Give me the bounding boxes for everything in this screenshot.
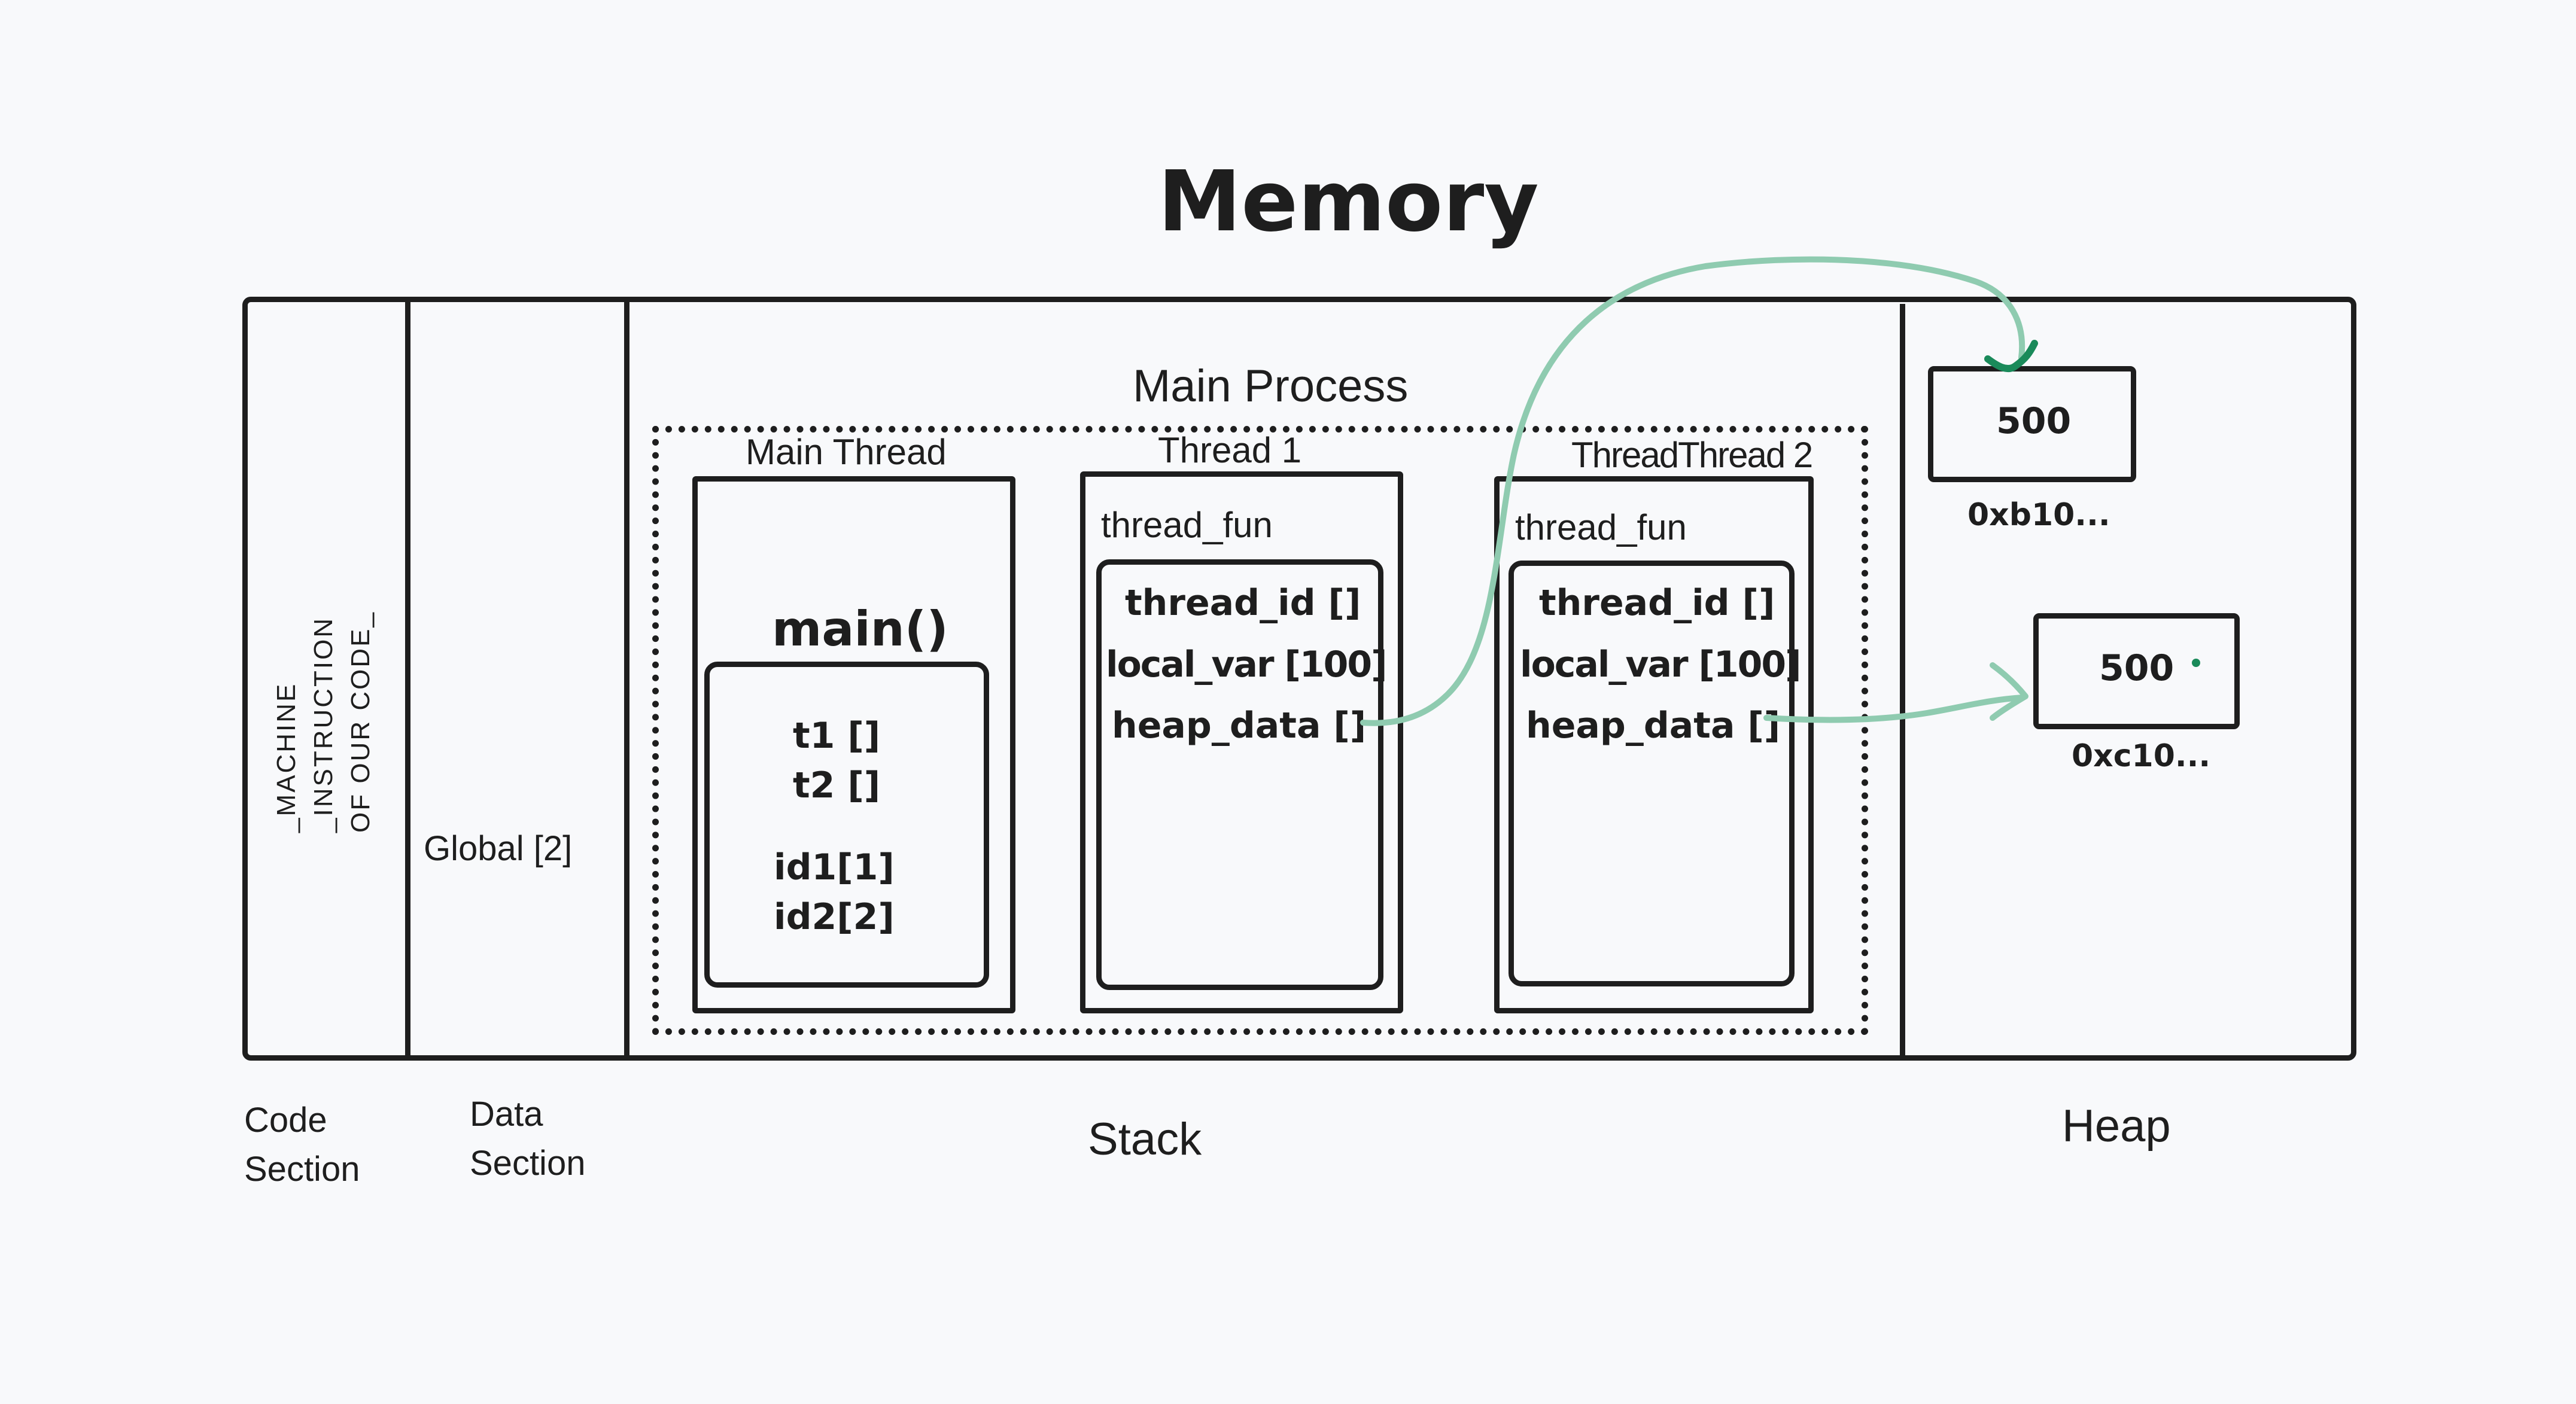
thread2-function-label: thread_fun: [1515, 507, 1687, 547]
data-stack-divider: [624, 297, 629, 1061]
heap-label: Heap: [2062, 1101, 2171, 1152]
thread2-var-local-var: local_var [100]: [1520, 644, 1802, 686]
code-data-divider: [405, 297, 410, 1061]
thread1-var-thread-id: thread_id []: [1125, 582, 1361, 624]
data-section-content: Global [2]: [424, 829, 573, 868]
memory-frame: [242, 297, 2356, 1061]
heap-block-2: [2033, 613, 2240, 729]
thread1-var-local-var: local_var [100]: [1106, 644, 1388, 686]
heap-block-1-address: 0xb10...: [1967, 497, 2110, 533]
arrow-head-heap-1: [1984, 340, 2038, 373]
thread2-var-heap-data: heap_data []: [1526, 705, 1781, 747]
thread1-title: Thread 1: [1158, 430, 1302, 470]
main-thread-title: Main Thread: [746, 432, 947, 472]
heap-block-1: [1928, 366, 2136, 482]
stack-heap-divider: [1900, 304, 1905, 1061]
data-section-label-line2: Section: [470, 1144, 586, 1183]
code-section-label-line2: Section: [244, 1150, 360, 1189]
arrow-thread1-to-heap-1: [1360, 256, 2025, 726]
heap-block-1-value: 500: [1996, 400, 2072, 442]
main-var-t2: t2 []: [793, 765, 881, 806]
main-function-frame: [704, 662, 989, 988]
thread2-title: ThreadThread 2: [1571, 435, 1813, 475]
main-var-t1: t1 []: [793, 715, 881, 757]
diagram-title: Memory: [1158, 153, 1539, 251]
heap-block-2-address: 0xc10...: [2072, 738, 2211, 774]
data-section-label-line1: Data: [470, 1095, 543, 1134]
main-var-id1: id1[1]: [774, 846, 895, 888]
arrow-thread2-to-heap-2: [1763, 695, 2025, 723]
main-thread-box: [692, 476, 1015, 1013]
thread2-var-thread-id: thread_id []: [1539, 582, 1775, 624]
thread1-var-heap-data: heap_data []: [1112, 705, 1367, 747]
heap-2-dot: [2192, 659, 2200, 667]
thread2-function-frame: [1509, 561, 1795, 986]
heap-block-2-value: 500: [2099, 647, 2174, 689]
arrow-head-heap-2: [1990, 662, 2028, 721]
main-var-id2: id2[2]: [774, 896, 895, 938]
thread2-box: [1494, 476, 1814, 1013]
process-title: Main Process: [1133, 361, 1409, 412]
thread1-function-label: thread_fun: [1101, 505, 1273, 545]
stack-label: Stack: [1088, 1114, 1202, 1165]
main-function-label: main(): [772, 601, 948, 657]
code-section-label-line1: Code: [244, 1101, 327, 1140]
thread1-function-frame: [1096, 559, 1383, 990]
process-boundary: [652, 426, 1868, 1035]
thread1-box: [1080, 471, 1403, 1013]
